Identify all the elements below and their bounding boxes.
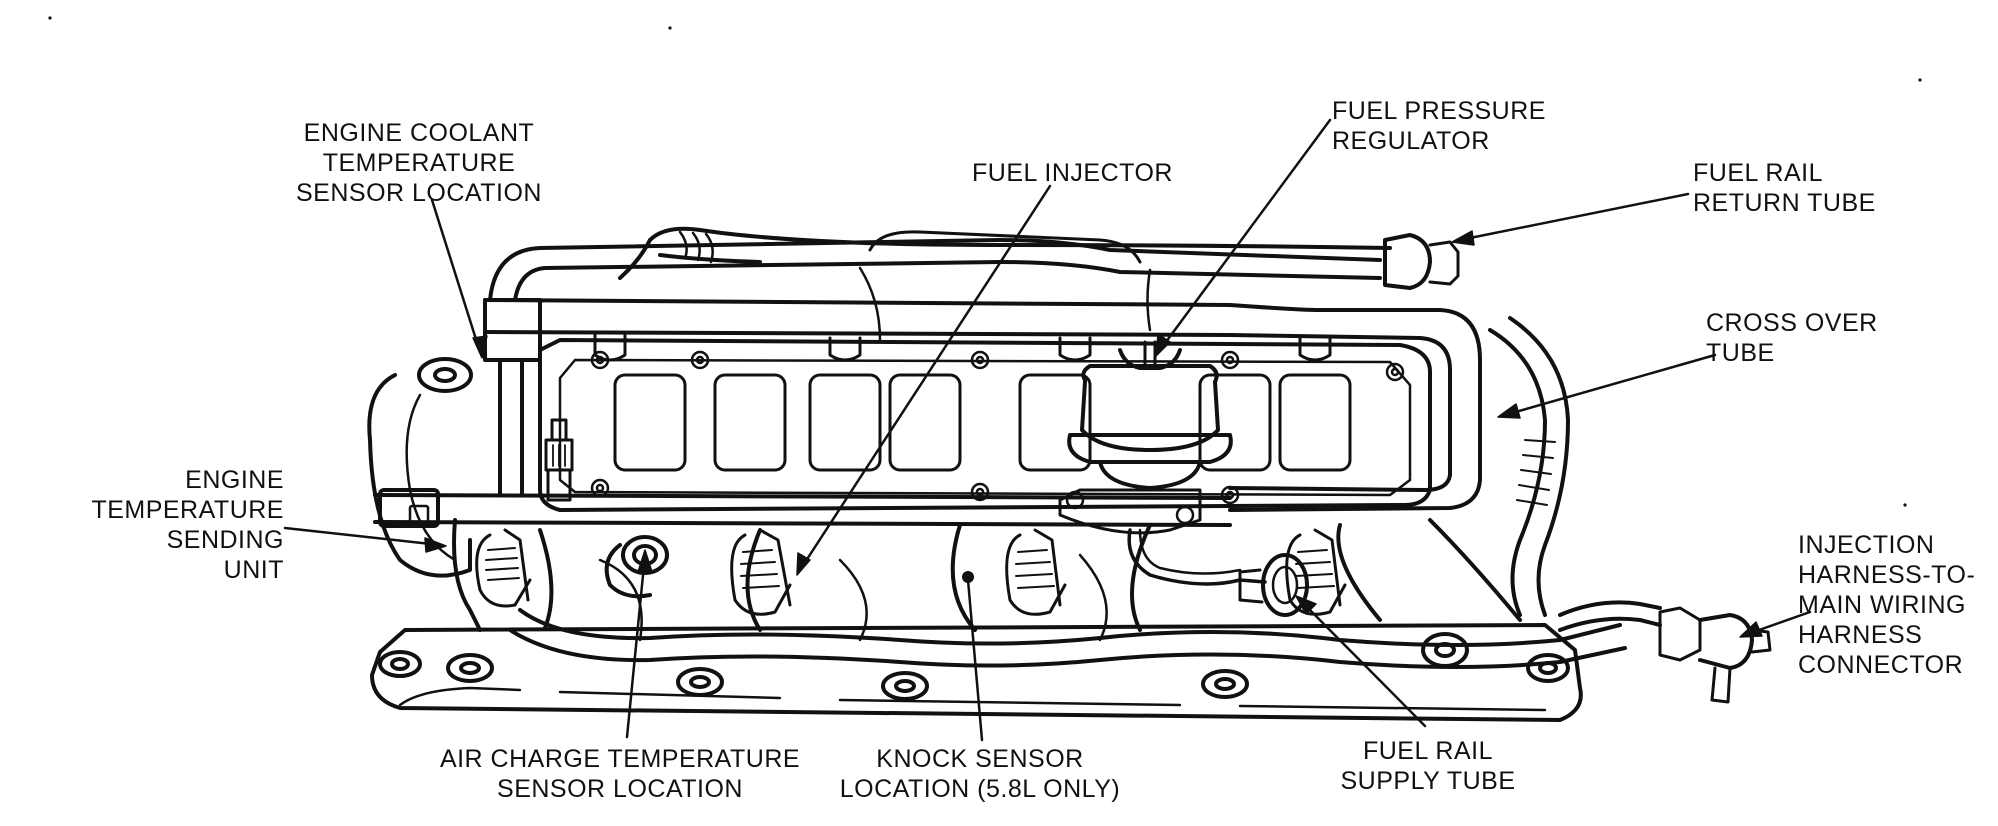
label-cross-over-tube: CROSS OVER TUBE (1706, 308, 1878, 368)
wiring-harness (518, 608, 1622, 647)
plenum-bolts (590, 350, 1405, 505)
label-line: TUBE (1706, 339, 1775, 367)
label-line: TEMPERATURE (322, 149, 516, 177)
label-line: ENGINE COOLANT (303, 119, 535, 147)
label-fuel-injector: FUEL INJECTOR (972, 158, 1173, 188)
coolant-temp-sensor (544, 418, 574, 502)
fuel-return-tube (648, 226, 1392, 250)
label-line: FUEL RAIL (1693, 159, 1824, 187)
injector-coil-ribs (485, 547, 1335, 589)
label-line: UNIT (223, 556, 284, 584)
label-air-charge-temperature-sensor: AIR CHARGE TEMPERATURE SENSOR LOCATION (430, 744, 810, 804)
label-line: SENSOR LOCATION (296, 179, 542, 207)
label-line: KNOCK SENSOR (876, 745, 1084, 773)
label-line: INJECTION (1798, 531, 1935, 559)
return-tube-coil (678, 230, 714, 264)
label-line: LOCATION (5.8L ONLY) (839, 775, 1121, 803)
label-line: FUEL RAIL (1362, 737, 1493, 765)
label-line: CROSS OVER (1706, 309, 1878, 337)
label-line: SENDING (166, 526, 284, 554)
return-connector (1383, 233, 1432, 290)
label-knock-sensor-location: KNOCK SENSOR LOCATION (5.8L ONLY) (830, 744, 1130, 804)
fuel-pressure-regulator-body (1058, 340, 1233, 535)
arrow-heads (424, 230, 1763, 638)
label-line: TEMPERATURE (91, 496, 284, 524)
air-charge-temp-boss (604, 535, 669, 599)
label-line: SENSOR LOCATION (497, 775, 743, 803)
label-engine-temperature-sending-unit: ENGINE TEMPERATURE SENDING UNIT (60, 465, 284, 585)
label-line: RETURN TUBE (1693, 189, 1876, 217)
upper-plenum-outline (538, 338, 1432, 512)
scan-specks (48, 16, 1922, 507)
lower-manifold-body (452, 518, 1522, 632)
leader-lines (283, 118, 1812, 742)
fuel-rail-upper (483, 298, 1232, 337)
label-engine-coolant-temperature-sensor: ENGINE COOLANT TEMPERATURE SENSOR LOCATI… (296, 118, 542, 208)
label-fuel-rail-supply-tube: FUEL RAIL SUPPLY TUBE (1318, 736, 1538, 796)
label-line: HARNESS (1798, 621, 1923, 649)
label-line: ENGINE (185, 466, 284, 494)
label-line: MAIN WIRING (1798, 591, 1966, 619)
label-line: CONNECTOR (1798, 651, 1964, 679)
runner-windows (613, 373, 1352, 472)
harness-connector (1658, 606, 1772, 704)
flange-bolt-bosses (378, 632, 1570, 701)
label-fuel-pressure-regulator: FUEL PRESSURE REGULATOR (1332, 96, 1546, 156)
label-line: HARNESS-TO- (1798, 561, 1976, 589)
supply-tube-fitting (1238, 553, 1309, 617)
label-line: REGULATOR (1332, 127, 1490, 155)
coolant-sensor-housing (483, 298, 542, 362)
upper-injector-bosses (593, 333, 1332, 362)
label-injection-harness-connector: INJECTION HARNESS-TO- MAIN WIRING HARNES… (1798, 530, 1975, 680)
label-fuel-rail-return-tube: FUEL RAIL RETURN TUBE (1693, 158, 1876, 218)
harness-wrap-ribs (1516, 439, 1556, 506)
label-line: AIR CHARGE TEMPERATURE (439, 745, 801, 773)
label-line: FUEL PRESSURE (1332, 97, 1546, 125)
label-line: FUEL INJECTOR (972, 159, 1173, 187)
lower-injectors (475, 528, 1347, 616)
label-line: SUPPLY TUBE (1340, 767, 1516, 795)
manifold-base-flange (370, 623, 1583, 722)
